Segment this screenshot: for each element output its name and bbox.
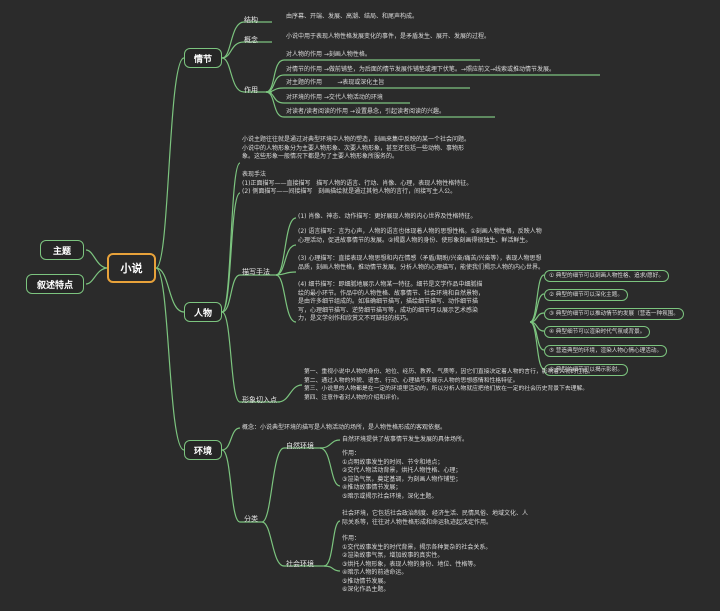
plot-function-4: 对环境的作用 →交代人物活动的环境 <box>286 94 383 101</box>
root-node[interactable]: 小说 <box>107 253 156 283</box>
plot-structure-label: 结构 <box>244 16 258 24</box>
plot-function-3: 对主题的作用 →表现或深化主旨 <box>286 79 385 86</box>
social-environment-functions: 作用： ①交代故事发生的时代背景，揭示各种复杂的社会关系。 ②渲染故事气氛，增加… <box>342 535 492 593</box>
environment-concept: 概念：小说典型环境的描写是人物活动的场所，是人物性格形成的客观依据。 <box>242 424 447 431</box>
detail-point-2: ② 典型的细节可以深化主题。 <box>544 289 628 301</box>
social-environment-intro: 社会环境，它包括社会政治制度、经济生活、民情风俗、地域文化、人 际关系等，往往对… <box>342 510 529 526</box>
detail-point-3: ③ 典型的细节可以推动情节的发展（营造一种氛围。 <box>544 308 684 320</box>
branch-character[interactable]: 人物 <box>184 302 222 322</box>
image-entry-label: 形象切入点 <box>242 396 277 404</box>
branch-plot[interactable]: 情节 <box>184 48 222 68</box>
character-techniques: 表现手法 (1)正面描写——直接描写 描写人物的语言、行动、肖像、心理，表现人物… <box>242 171 473 195</box>
side-topic-narration[interactable]: 叙述特点 <box>26 274 84 294</box>
social-environment-label: 社会环境 <box>286 560 314 568</box>
description-method-1: (1) 肖像、神态、动作描写：更好展现人物的内心世界及性格特征。 <box>298 213 477 220</box>
plot-concept-label: 概念 <box>244 36 258 44</box>
plot-function-label: 作用 <box>244 86 258 94</box>
natural-environment-intro: 自然环境提供了故事情节发生发展的具体场所。 <box>342 436 469 443</box>
description-method-2: (2) 语言描写：言为心声，人物的语言也体现着人物的思想性格。①刻画人物性格，反… <box>298 228 542 244</box>
plot-function-2: 对情节的作用 →做前铺垫，为后面的情节发展作铺垫或埋下伏笔。→照应前文→线索或推… <box>286 66 555 73</box>
natural-environment-label: 自然环境 <box>286 442 314 450</box>
character-intro: 小说主题往往就是通过对典型环境中人物的塑造，刻画来集中反映的某一个社会问题。 小… <box>242 136 471 160</box>
description-methods-label: 描写手法 <box>242 268 270 276</box>
side-topic-theme[interactable]: 主题 <box>40 240 84 260</box>
branch-environment[interactable]: 环境 <box>184 440 222 460</box>
detail-point-1: ① 典型的细节可以刻画人物性格、追求/愿好。 <box>544 270 669 282</box>
environment-category-label: 分类 <box>244 515 258 523</box>
plot-structure-text: 由序幕、开端、发展、高潮、结局、和尾声构成。 <box>286 13 419 20</box>
detail-point-5: ⑤ 营造典型的环境，渲染人物心情心理活动。 <box>544 345 668 357</box>
detail-point-4: ④ 典型细节可以渲染时代气氛或背景。 <box>544 326 651 338</box>
image-entry-points: 第一、重视小说中人物的身份、地位、经历、教养、气质等，因它们直接决定着人物的言行… <box>304 369 594 401</box>
natural-environment-functions: 作用： ①点明故事发生的时间、节令和地点； ②交代人物活动背景，烘托人物性格、心… <box>342 450 462 500</box>
plot-function-5: 对读者/读者阅读的作用 →设置悬念，引起读者阅读的兴趣。 <box>286 108 445 115</box>
description-method-3: (3) 心理描写：直接表现人物思想和内在情感（矛盾/期盼/兴奋/痛苦/兴奋等），… <box>298 255 545 271</box>
description-method-4: (4) 细节描写：即细腻地展示人物某一特征。细节是文学作品中细腻描 绘的最小环节… <box>298 281 485 322</box>
detail-point-6: ⑥ 典型的细节可以揭示影射。 <box>544 364 628 376</box>
plot-concept-text: 小说中用于表现人物性格发展变化的事件，是矛盾发生、展开、发展的过程。 <box>286 33 491 40</box>
plot-function-1: 对人物的作用 →刻画人物性格。 <box>286 51 371 58</box>
